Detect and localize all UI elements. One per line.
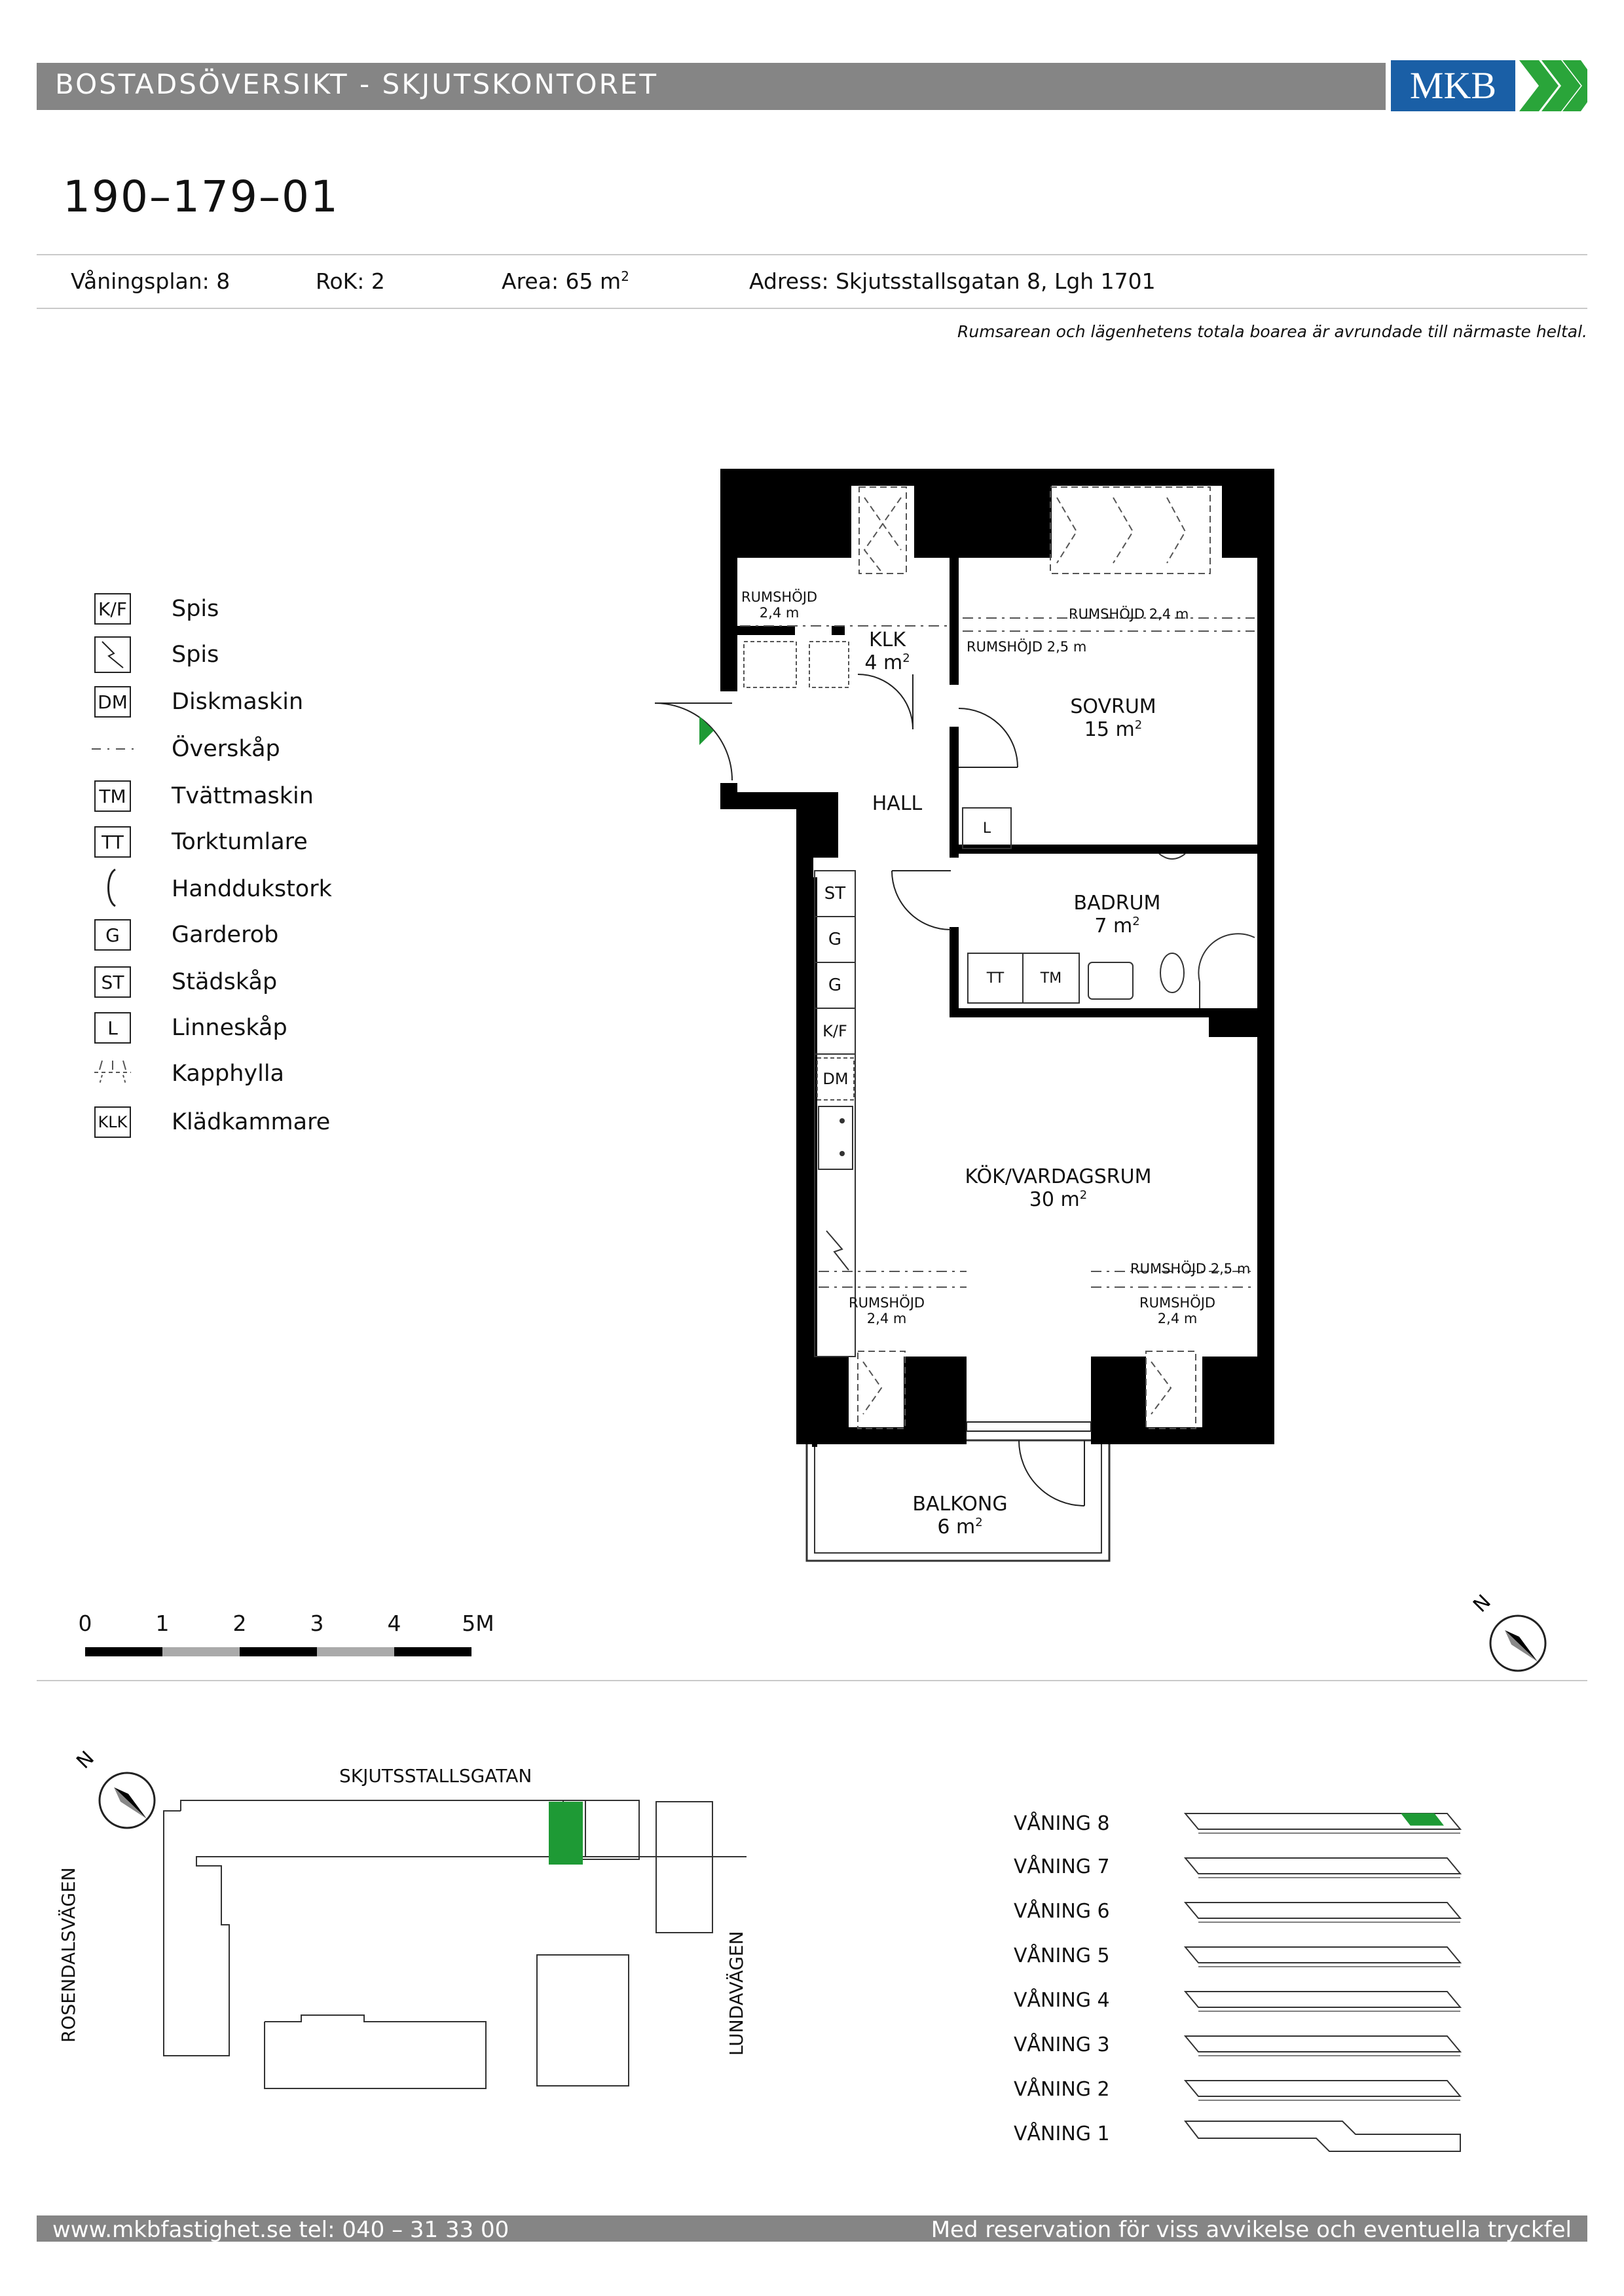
scale-tick: 2 — [232, 1611, 247, 1636]
room-height-sovrum: RUMSHÖJD 2,4 m — [1069, 606, 1189, 622]
divider — [37, 308, 1587, 309]
floor-8-highlight — [1400, 1813, 1445, 1826]
fixture-tt: TT — [986, 970, 1005, 987]
towel-rail-icon — [107, 868, 116, 907]
wall-cabinet-dash-icon — [92, 748, 134, 750]
fixture-st: ST — [824, 884, 846, 903]
scale-tick: 3 — [310, 1611, 324, 1636]
street-top: SKJUTSSTALLSGATAN — [339, 1765, 532, 1787]
divider — [37, 1680, 1587, 1681]
legend-label: Diskmaskin — [172, 689, 304, 715]
info-address: Adress: Skjutsstallsgatan 8, Lgh 1701 — [749, 268, 1156, 294]
site-plan — [163, 1800, 747, 2089]
unit-highlight — [549, 1802, 583, 1865]
scale-bar — [85, 1647, 471, 1656]
scale-tick: 1 — [155, 1611, 170, 1636]
coat-rack-icon — [94, 1060, 131, 1085]
floor-label: VÅNING 2 — [1014, 2078, 1110, 2101]
legend-label: Spis — [172, 596, 219, 622]
stove-icon — [94, 636, 131, 673]
room-height-hall: RUMSHÖJD 2,5 m — [967, 639, 1087, 655]
legend-label: Linneskåp — [172, 1015, 287, 1041]
room-hall: HALL — [872, 792, 923, 815]
fixture-kf: K/F — [822, 1022, 847, 1040]
legend-symbol-kf: K/F — [94, 593, 131, 625]
floor-label: VÅNING 5 — [1014, 1944, 1110, 1967]
header-bar: BOSTADSÖVERSIKT - SKJUTSKONTORET — [37, 63, 1386, 110]
floor-label: VÅNING 8 — [1014, 1812, 1110, 1835]
mkb-logo: MKB — [1391, 60, 1587, 111]
legend-symbol-st: ST — [94, 966, 131, 998]
logo-text: MKB — [1410, 64, 1496, 107]
floor-label: VÅNING 4 — [1014, 1989, 1110, 2012]
street-right: LUNDAVÄGEN — [726, 1931, 747, 2056]
floor-plan — [654, 469, 1274, 1562]
info-area: Area: 65 m2 — [502, 268, 629, 294]
legend-label: Spis — [172, 642, 219, 668]
site-compass-icon: N — [72, 1747, 156, 1829]
legend-symbol-l: L — [94, 1012, 131, 1044]
fixture-dm: DM — [822, 1070, 849, 1088]
floor-label: VÅNING 6 — [1014, 1900, 1110, 1923]
fixture-g: G — [828, 930, 842, 949]
scale-tick: 0 — [78, 1611, 92, 1636]
info-rok: RoK: 2 — [316, 268, 385, 294]
compass-icon: N — [1469, 1590, 1547, 1672]
fixture-tm: TM — [1040, 970, 1062, 987]
legend-symbol-tt: TT — [94, 826, 131, 858]
scale-tick: 5M — [462, 1611, 494, 1636]
entrance-arrow — [699, 716, 714, 745]
unit-number: 190–179–01 — [63, 172, 339, 222]
footer-contact: www.mkbfastighet.se tel: 040 – 31 33 00 — [52, 2217, 509, 2243]
floor-label: VÅNING 7 — [1014, 1855, 1110, 1878]
legend-label: Klädkammare — [172, 1109, 331, 1135]
info-floor: Våningsplan: 8 — [71, 268, 231, 294]
legend-symbol-tm: TM — [94, 780, 131, 812]
footer-bar: www.mkbfastighet.se tel: 040 – 31 33 00 … — [37, 2215, 1587, 2243]
scale-tick: 4 — [387, 1611, 401, 1636]
svg-text:N: N — [1469, 1590, 1496, 1617]
svg-text:N: N — [72, 1747, 99, 1774]
legend-symbol-g: G — [94, 919, 131, 951]
legend-symbol-klk: KLK — [94, 1106, 131, 1138]
legend-label: Städskåp — [172, 969, 278, 995]
room-height-kitchen: RUMSHÖJD 2,5 m — [1130, 1261, 1251, 1277]
street-left: ROSENDALSVÄGEN — [58, 1867, 79, 2043]
legend-symbol-dm: DM — [94, 686, 131, 718]
rounding-note: Rumsarean och lägenhetens totala boarea … — [957, 322, 1587, 341]
divider — [37, 254, 1587, 255]
legend-label: Garderob — [172, 922, 279, 948]
floor-label: VÅNING 1 — [1014, 2123, 1110, 2145]
legend-label: Kapphylla — [172, 1061, 285, 1087]
floor-label: VÅNING 3 — [1014, 2033, 1110, 2056]
fixture-l: L — [982, 820, 991, 837]
legend-label: Överskåp — [172, 736, 280, 762]
header-title: BOSTADSÖVERSIKT - SKJUTSKONTORET — [55, 68, 658, 100]
footer-disclaimer: Med reservation för viss avvikelse och e… — [931, 2217, 1572, 2243]
legend-label: Torktumlare — [172, 829, 308, 855]
legend-label: Tvättmaskin — [172, 783, 314, 809]
floor-stack-diagram — [1183, 1813, 1462, 2152]
fixture-g: G — [828, 975, 842, 995]
legend-label: Handdukstork — [172, 876, 332, 902]
